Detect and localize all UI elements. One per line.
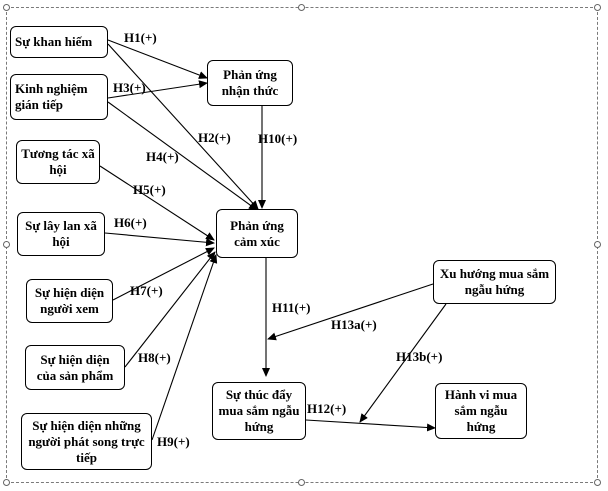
edge-h12 (305, 419, 436, 432)
edge-h3 (107, 80, 208, 99)
label-h13a: H13a(+) (331, 317, 377, 332)
node-hanh-vi: Hành vi mua sắm ngẫu hứng (435, 383, 527, 439)
node-phan-ung-cam-xuc: Phản ứng cảm xúc (216, 209, 298, 258)
resize-handle-top-right[interactable] (594, 4, 601, 11)
label-h7: H7(+) (130, 283, 163, 298)
edge-h2 (107, 43, 259, 210)
resize-handle-middle-left[interactable] (3, 241, 10, 248)
node-lay-lan: Sự lây lan xã hội (17, 212, 105, 256)
label-h10: H10(+) (258, 131, 298, 146)
node-khan-hiem: Sự khan hiếm (10, 26, 108, 58)
label-h2: H2(+) (198, 130, 231, 145)
resize-handle-top-left[interactable] (3, 4, 10, 11)
edge-h8 (124, 251, 216, 368)
label-h9: H9(+) (157, 434, 190, 449)
node-xu-huong: Xu hướng mua sắm ngẫu hứng (433, 260, 556, 304)
edge-h4 (107, 101, 258, 211)
label-h6: H6(+) (114, 215, 147, 230)
node-hien-dien-nguoi-phat: Sự hiện diện những người phát song trực … (21, 413, 152, 470)
node-kinh-nghiem: Kinh nghiệm gián tiếp (10, 74, 108, 120)
edge-h5 (99, 165, 215, 241)
label-h8: H8(+) (138, 350, 171, 365)
node-hien-dien-san-pham: Sự hiện diện của sản phẩm (25, 345, 125, 390)
edge-h13a (267, 283, 434, 341)
label-h1: H1(+) (124, 30, 157, 45)
resize-handle-bottom-center[interactable] (298, 479, 305, 486)
label-h13b: H13b(+) (396, 349, 443, 364)
resize-handle-bottom-left[interactable] (3, 479, 10, 486)
node-phan-ung-nhan-thuc: Phản ứng nhận thức (207, 60, 293, 106)
resize-handle-top-center[interactable] (298, 4, 305, 11)
label-h3: H3(+) (113, 80, 146, 95)
edge-h6 (104, 232, 215, 247)
node-thuc-day: Sự thúc đẩy mua sắm ngẫu hứng (212, 382, 306, 440)
edge-h7 (112, 247, 215, 301)
node-tuong-tac: Tương tác xã hội (16, 140, 100, 184)
label-h5: H5(+) (133, 182, 166, 197)
node-hien-dien-nguoi-xem: Sự hiện diện người xem (26, 279, 113, 323)
resize-handle-bottom-right[interactable] (594, 479, 601, 486)
edge-h13b (359, 303, 447, 423)
resize-handle-middle-right[interactable] (594, 241, 601, 248)
label-h4: H4(+) (146, 149, 179, 164)
edge-h9 (151, 254, 218, 441)
label-h11: H11(+) (272, 300, 311, 315)
label-h12: H12(+) (307, 401, 347, 416)
edge-h1 (107, 39, 208, 79)
